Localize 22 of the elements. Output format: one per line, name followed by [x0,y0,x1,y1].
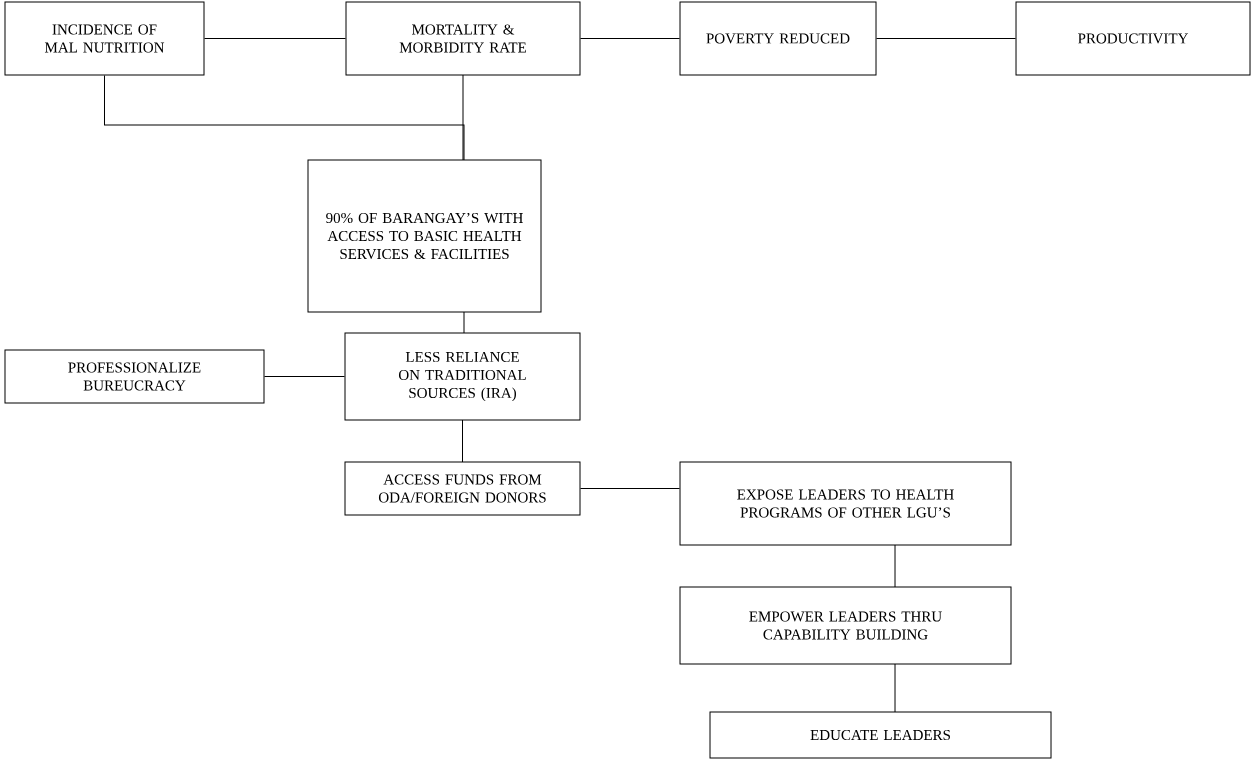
connector-line [580,38,680,39]
connector-line [876,38,1016,39]
connector-line [264,376,345,377]
process-box: EMPOWER LEADERS THRU CAPABILITY BUILDING [679,586,1012,665]
process-box: ACCESS FUNDS FROM ODA/FOREIGN DONORS [344,461,581,516]
connector-line [104,75,465,161]
process-box: PROFESSIONALIZE BUREUCRACY [4,349,265,404]
process-box: 90% OF BARANGAY’S WITH ACCESS TO BASIC HEALTH SERVICES & FACILITIES [307,159,542,313]
process-box: EXPOSE LEADERS TO HEALTH PROGRAMS OF OTHER LGU’S [679,461,1012,546]
connector-line [894,544,896,588]
connector-line [204,38,346,39]
connector-line [580,488,680,489]
connector-line [462,419,463,463]
process-box: EDUCATE LEADERS [709,711,1052,759]
process-box: POVERTY REDUCED [679,1,877,76]
process-box: MORTALITY & MORBIDITY RATE [345,1,581,76]
connector-line [463,311,465,334]
process-box: LESS RELIANCE ON TRADITIONAL SOURCES (IRA) [344,332,581,421]
connector-line [894,663,896,713]
process-box: INCIDENCE OF MAL NUTRITION [4,1,205,76]
process-box: PRODUCTIVITY [1015,1,1251,76]
connector-line [462,74,464,161]
